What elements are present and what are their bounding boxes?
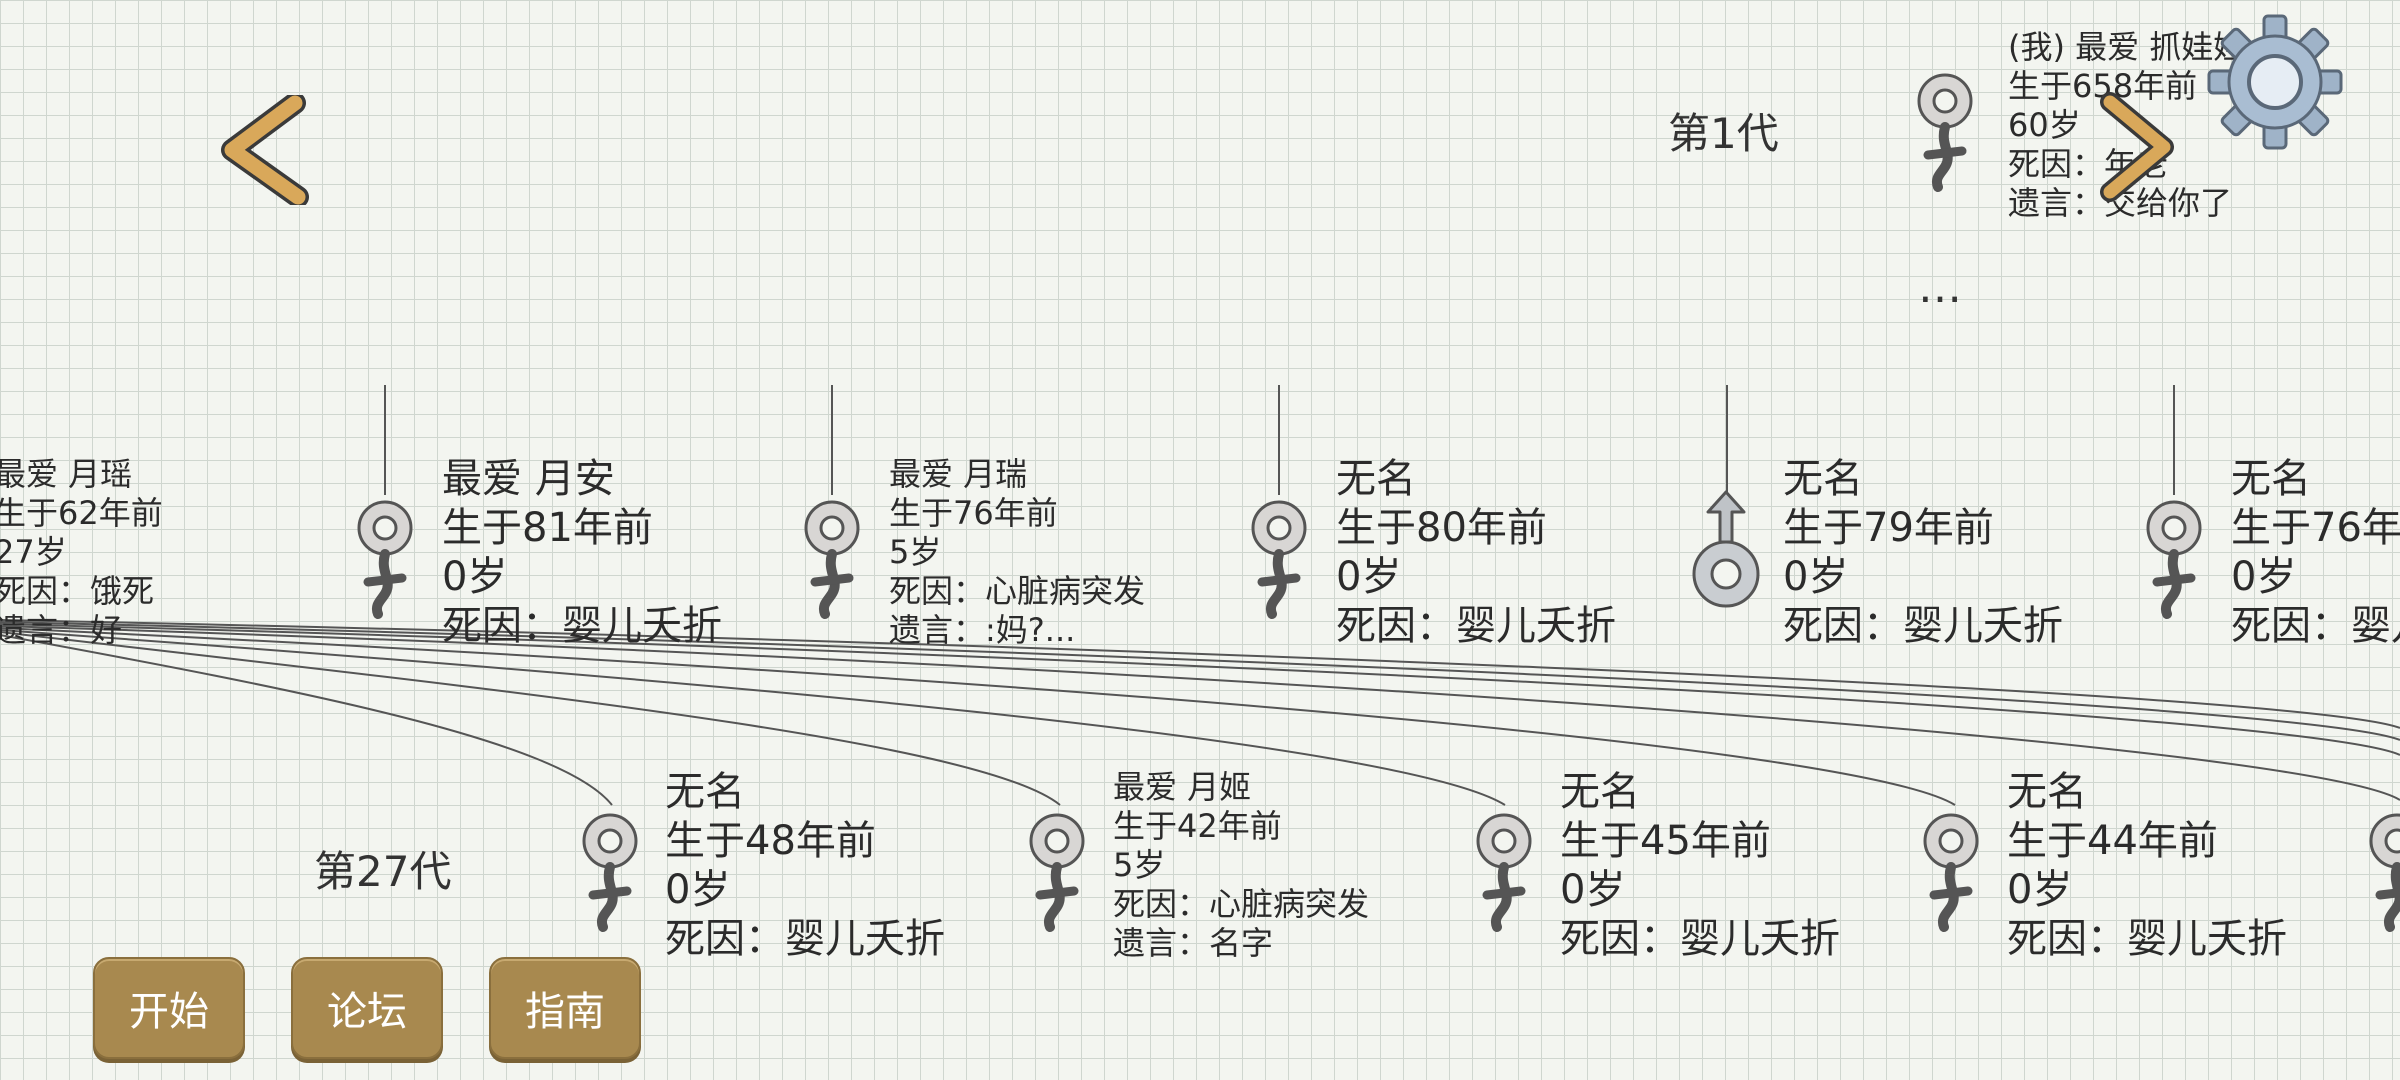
female-symbol-icon <box>582 813 638 932</box>
female-symbol-icon <box>1917 73 1973 192</box>
gear-icon <box>2207 14 2343 150</box>
child-born: 生于48年前 <box>665 818 876 864</box>
current-words: 遗言：好 <box>0 611 123 649</box>
child-born: 生于42年前 <box>1113 807 1282 845</box>
ancestor-name: (我) 最爱 抓娃娃 <box>2008 28 2246 66</box>
sibling-stem <box>1278 385 1280 495</box>
sibling-death: 死因：婴儿夭折 <box>1336 603 1616 649</box>
sibling-info[interactable]: 无名 生于80年前 0岁 死因：婴儿夭折 <box>1336 455 1616 651</box>
child-death: 死因：心脏病突发 <box>1113 885 1370 923</box>
sibling-born: 生于81年前 <box>442 505 653 551</box>
chevron-left-icon <box>221 92 309 208</box>
child-age: 5岁 <box>1113 846 1166 884</box>
sibling-born: 生于80年前 <box>1336 505 1547 551</box>
sibling-death: 死因：婴儿夭折 <box>2231 603 2400 649</box>
settings-button[interactable] <box>2205 12 2345 152</box>
sibling-info[interactable]: 无名 生于76年前 0岁 死因：婴儿夭折 <box>2231 455 2400 651</box>
child-age: 0岁 <box>665 867 731 913</box>
ellipsis: … <box>1918 262 1966 313</box>
sibling-age: 0岁 <box>2231 554 2297 600</box>
sibling-death: 死因：婴儿夭折 <box>442 603 722 649</box>
child-death: 死因：婴儿夭折 <box>2007 916 2287 962</box>
chevron-right-icon <box>2100 92 2174 202</box>
sibling-age: 5岁 <box>889 533 942 571</box>
sibling-stem <box>384 385 386 495</box>
current-name: 最爱 月瑶 <box>0 455 133 493</box>
sibling-death: 死因：婴儿夭折 <box>1783 603 2063 649</box>
sibling-born: 生于76年前 <box>889 494 1058 532</box>
child-info[interactable]: 无名 生于44年前 0岁 死因：婴儿夭折 <box>2007 768 2287 964</box>
sibling-death: 死因：心脏病突发 <box>889 572 1146 610</box>
current-age: 27岁 <box>0 533 67 571</box>
female-symbol-icon <box>1923 813 1979 932</box>
generation-label-bottom: 第27代 <box>314 847 452 896</box>
female-symbol-icon <box>2146 500 2202 619</box>
child-name: 无名 <box>1560 769 1640 815</box>
child-name: 最爱 月姬 <box>1113 768 1252 806</box>
sibling-age: 0岁 <box>442 554 508 600</box>
child-name: 无名 <box>2007 769 2087 815</box>
sibling-stem <box>2173 385 2175 495</box>
sibling-name: 无名 <box>2231 456 2311 502</box>
child-age: 0岁 <box>1560 867 1626 913</box>
current-born: 生于62年前 <box>0 494 163 532</box>
start-button[interactable]: 开始 <box>93 957 245 1059</box>
female-symbol-icon <box>1029 813 1085 932</box>
male-symbol-icon <box>1692 490 1760 608</box>
child-death: 死因：婴儿夭折 <box>665 916 945 962</box>
ancestor-age: 60岁 <box>2008 106 2081 144</box>
sibling-stem <box>831 385 833 495</box>
sibling-born: 生于76年前 <box>2231 505 2400 551</box>
prev-arrow-button[interactable] <box>220 92 315 208</box>
female-symbol-icon <box>1476 813 1532 932</box>
current-death: 死因：饿死 <box>0 572 155 610</box>
sibling-name: 无名 <box>1336 456 1416 502</box>
sibling-info[interactable]: 无名 生于79年前 0岁 死因：婴儿夭折 <box>1783 455 2063 651</box>
female-symbol-icon <box>357 500 413 619</box>
current-info[interactable]: 最爱 月瑶 生于62年前 27岁 死因：饿死 遗言：好 <box>0 455 163 650</box>
child-age: 0岁 <box>2007 867 2073 913</box>
child-info[interactable]: 最爱 月姬 生于42年前 5岁 死因：心脏病突发 遗言：名字 <box>1113 768 1369 963</box>
next-arrow-button[interactable] <box>2098 92 2178 202</box>
sibling-age: 0岁 <box>1783 554 1849 600</box>
child-info[interactable]: 无名 生于45年前 0岁 死因：婴儿夭折 <box>1560 768 1840 964</box>
sibling-stem <box>1726 385 1728 495</box>
sibling-info[interactable]: 最爱 月安 生于81年前 0岁 死因：婴儿夭折 <box>442 455 722 651</box>
sibling-info[interactable]: 最爱 月瑞 生于76年前 5岁 死因：心脏病突发 遗言：:妈?... <box>889 455 1145 650</box>
sibling-name: 最爱 月安 <box>442 456 615 502</box>
child-born: 生于44年前 <box>2007 818 2218 864</box>
guide-button[interactable]: 指南 <box>489 957 641 1059</box>
sibling-name: 最爱 月瑞 <box>889 455 1028 493</box>
child-name: 无名 <box>665 769 745 815</box>
female-symbol-icon <box>2369 813 2400 932</box>
child-born: 生于45年前 <box>1560 818 1771 864</box>
female-symbol-icon <box>1251 500 1307 619</box>
child-words: 遗言：名字 <box>1113 924 1274 962</box>
child-info[interactable]: 无名 生于48年前 0岁 死因：婴儿夭折 <box>665 768 945 964</box>
female-symbol-icon <box>804 500 860 619</box>
forum-button[interactable]: 论坛 <box>291 957 443 1059</box>
child-death: 死因：婴儿夭折 <box>1560 916 1840 962</box>
sibling-words: 遗言：:妈?... <box>889 611 1076 649</box>
generation-label-top: 第1代 <box>1668 109 1779 158</box>
sibling-name: 无名 <box>1783 456 1863 502</box>
sibling-age: 0岁 <box>1336 554 1402 600</box>
sibling-born: 生于79年前 <box>1783 505 1994 551</box>
